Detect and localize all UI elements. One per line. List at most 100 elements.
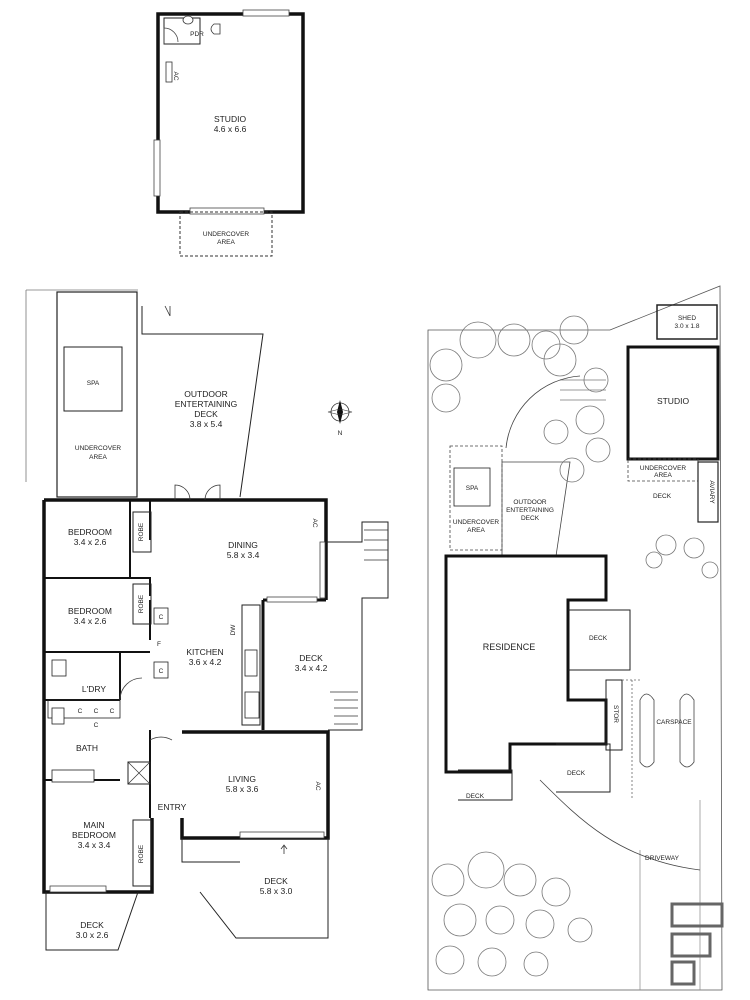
outdoor-deck-step-arrow bbox=[164, 305, 171, 317]
main-floor-plan: N SPA UNDE bbox=[25, 289, 389, 951]
east-deck-outline bbox=[326, 521, 389, 731]
front-deck-arrow bbox=[280, 844, 288, 854]
cupboard-1-label: C bbox=[159, 614, 164, 621]
toilet-icon bbox=[51, 707, 65, 725]
bedroom1-name: BEDROOM bbox=[68, 527, 112, 537]
laundry-c-4: C bbox=[94, 722, 99, 729]
compass-n-label: N bbox=[338, 430, 343, 437]
robe-bedroom2 bbox=[132, 583, 152, 625]
spa-outline bbox=[63, 346, 123, 412]
main-bedroom-dims: 3.4 x 3.4 bbox=[78, 840, 111, 850]
spa-label: SPA bbox=[87, 380, 100, 387]
laundry-label: L'DRY bbox=[82, 684, 106, 694]
site-deck-label-2: DECK bbox=[589, 635, 608, 642]
bedroom2-name: BEDROOM bbox=[68, 606, 112, 616]
site-south-deck bbox=[556, 743, 611, 793]
interior-door-swings bbox=[119, 677, 173, 741]
storage-label: STOR bbox=[612, 705, 619, 723]
living-dims: 5.8 x 3.6 bbox=[226, 784, 259, 794]
corner-deck-outline bbox=[45, 891, 139, 951]
corner-deck-dims: 3.0 x 2.6 bbox=[76, 930, 109, 940]
shower-outline bbox=[127, 761, 151, 785]
laundry-c-1: C bbox=[78, 708, 83, 715]
shed-name: SHED bbox=[678, 315, 696, 322]
carspace-label: CARSPACE bbox=[656, 719, 692, 726]
deck-east-name: DECK bbox=[299, 653, 323, 663]
trees bbox=[429, 315, 719, 977]
south-deck-stairs bbox=[330, 691, 358, 725]
site-garden-steps bbox=[560, 379, 606, 401]
bedroom1-dims: 3.4 x 2.6 bbox=[74, 537, 107, 547]
aviary-outline bbox=[697, 461, 719, 523]
residence-label: RESIDENCE bbox=[483, 642, 536, 652]
studio-sliding-door bbox=[189, 207, 265, 215]
dining-ac-label: AC bbox=[311, 518, 318, 527]
studio-window-left bbox=[153, 139, 161, 197]
site-spa-area bbox=[449, 445, 503, 551]
living-sliding-door bbox=[239, 831, 325, 839]
cupboard-2-label: C bbox=[159, 668, 164, 675]
dining-sliding-door bbox=[266, 596, 318, 603]
bedroom2-dims: 3.4 x 2.6 bbox=[74, 616, 107, 626]
bath-label: BATH bbox=[76, 743, 98, 753]
corner-deck-name: DECK bbox=[80, 920, 104, 930]
shed-outline bbox=[656, 304, 718, 340]
kitchen-sink-icon bbox=[244, 649, 258, 677]
robe-label-2: ROBE bbox=[138, 594, 145, 613]
site-spa-label: SPA bbox=[466, 485, 479, 492]
site-deck-label-3: DECK bbox=[567, 770, 586, 777]
shed-dims: 3.0 x 1.8 bbox=[675, 323, 700, 330]
site-west-deck bbox=[458, 769, 513, 801]
outdoor-deck-label-2: ENTERTAINING bbox=[175, 399, 238, 409]
residence-footprint bbox=[444, 554, 608, 774]
studio-ac-label: AC bbox=[172, 71, 179, 80]
studio-undercover-label: UNDERCOVER bbox=[203, 231, 250, 238]
studio-undercover-label-2: AREA bbox=[217, 239, 235, 246]
living-name: LIVING bbox=[228, 774, 256, 784]
robe-label-1: ROBE bbox=[138, 522, 145, 541]
site-spa-undercover-2: AREA bbox=[467, 527, 485, 534]
robe-main-bedroom bbox=[132, 819, 152, 887]
studio-outbuilding: PDR AC STUDIO 4.6 x 6.6 UNDERCOVER AREA bbox=[153, 9, 305, 257]
studio-ac-unit bbox=[165, 61, 173, 83]
kitchen-bench bbox=[241, 604, 261, 726]
kitchen-name: KITCHEN bbox=[186, 647, 223, 657]
garden-path bbox=[505, 375, 581, 449]
studio-undercover-area bbox=[179, 211, 273, 257]
outdoor-deck-label-3: DECK bbox=[194, 409, 218, 419]
entry-label: ENTRY bbox=[158, 802, 187, 812]
studio-name: STUDIO bbox=[214, 114, 247, 124]
pdr-label: PDR bbox=[190, 31, 204, 38]
dining-dims: 5.8 x 3.4 bbox=[227, 550, 260, 560]
watermark-block-1 bbox=[670, 902, 724, 928]
undercover-label: UNDERCOVER bbox=[75, 445, 122, 452]
laundry-c-2: C bbox=[94, 708, 99, 715]
main-bedroom-window bbox=[49, 885, 107, 893]
cupboard-1 bbox=[153, 607, 169, 625]
site-deck-label-1: DECK bbox=[653, 493, 672, 500]
compass-icon bbox=[327, 400, 353, 424]
fridge-label: F bbox=[157, 641, 161, 648]
front-deck-name: DECK bbox=[264, 876, 288, 886]
storage-outline bbox=[605, 679, 623, 751]
pdr-door-swing bbox=[163, 27, 179, 44]
east-deck-stairs bbox=[364, 529, 388, 561]
pdr-basin-icon bbox=[182, 15, 194, 25]
main-bedroom-name-1: MAIN bbox=[83, 820, 104, 830]
outdoor-deck-outline bbox=[141, 306, 264, 498]
outdoor-deck-dims: 3.8 x 5.4 bbox=[190, 419, 223, 429]
pdr-toilet-icon bbox=[210, 23, 221, 35]
site-spa-outline bbox=[453, 467, 491, 507]
site-outdoor-label-1: OUTDOOR bbox=[513, 499, 547, 506]
cupboard-2 bbox=[153, 661, 169, 679]
site-plan: SHED 3.0 x 1.8 STUDIO UNDERCOVER AREA AV… bbox=[427, 285, 724, 991]
carport-outline bbox=[622, 679, 640, 800]
site-outdoor-label-3: DECK bbox=[521, 515, 540, 522]
robe-bedroom1 bbox=[132, 511, 152, 553]
car-icons bbox=[639, 693, 695, 768]
laundry-cupboards bbox=[47, 699, 121, 719]
site-studio-label: STUDIO bbox=[657, 396, 690, 406]
driveway-edges bbox=[639, 800, 701, 990]
